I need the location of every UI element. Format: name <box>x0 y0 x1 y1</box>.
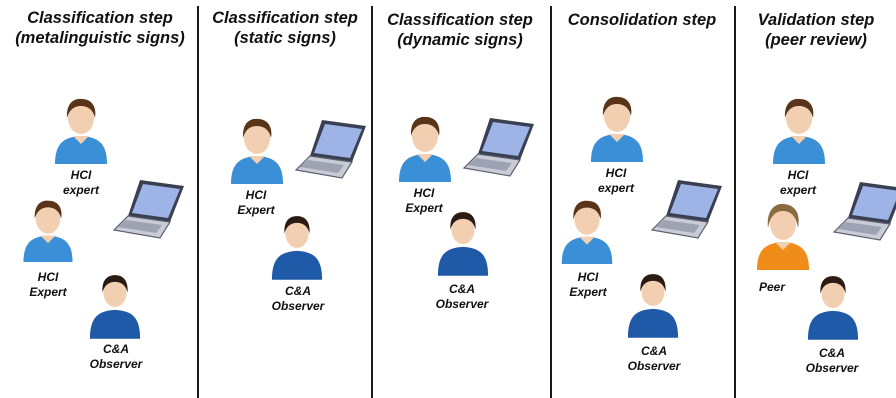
expert-person-icon <box>20 196 76 262</box>
column-divider <box>197 6 199 398</box>
label-line: Observer <box>435 297 489 311</box>
expert-person-icon <box>588 92 646 162</box>
label-line: Expert <box>405 201 443 215</box>
step-title-line: Classification step <box>27 9 173 27</box>
label-hci-expert: HCI expert <box>768 168 828 198</box>
label-line: C&A <box>103 342 129 356</box>
label-hci-expert: HCI Expert <box>226 188 286 218</box>
label-hci-expert: HCI expert <box>51 168 111 198</box>
expert-person-icon <box>396 112 454 182</box>
label-line: Expert <box>237 203 275 217</box>
laptop-icon <box>292 116 370 180</box>
expert-person-icon <box>558 196 616 264</box>
label-line: HCI <box>605 166 627 180</box>
label-observer: C&A Observer <box>82 342 150 372</box>
observer-person-icon <box>270 212 324 280</box>
label-line: C&A <box>449 282 475 296</box>
step-title-line: Consolidation step <box>567 11 717 29</box>
step-title-consolidation: Consolidation step <box>556 10 728 30</box>
laptop-icon <box>830 178 896 242</box>
column-divider <box>550 6 552 398</box>
label-line: Peer <box>758 280 786 294</box>
label-line: Expert <box>569 285 607 299</box>
label-line: C&A <box>641 344 667 358</box>
label-line: Observer <box>89 357 143 371</box>
label-hci-expert: HCI Expert <box>558 270 618 300</box>
laptop-icon <box>648 176 726 240</box>
laptop-icon <box>460 114 538 178</box>
label-line: C&A <box>819 346 845 360</box>
step-title-line: Validation step <box>757 11 875 29</box>
step-title-line: Classification step <box>387 11 533 29</box>
label-observer: C&A Observer <box>262 284 334 314</box>
expert-person-icon <box>53 94 109 164</box>
label-line: HCI <box>787 168 809 182</box>
column-divider <box>371 6 373 398</box>
label-line: expert <box>597 181 635 195</box>
peer-person-icon <box>754 200 812 270</box>
label-line: HCI <box>577 270 599 284</box>
observer-person-icon <box>626 270 680 338</box>
label-peer: Peer <box>752 280 792 295</box>
label-line: HCI <box>70 168 92 182</box>
label-observer: C&A Observer <box>796 346 868 376</box>
label-line: expert <box>62 183 100 197</box>
expert-person-icon <box>770 94 828 164</box>
step-title-line: Classification step <box>212 9 358 27</box>
step-title-dynamic: Classification step (dynamic signs) <box>376 10 544 50</box>
label-observer: C&A Observer <box>618 344 690 374</box>
column-divider <box>734 6 736 398</box>
label-line: Observer <box>271 299 325 313</box>
laptop-icon <box>110 176 188 240</box>
step-title-line: (dynamic signs) <box>397 31 523 49</box>
observer-person-icon <box>88 270 142 340</box>
expert-person-icon <box>228 114 286 184</box>
label-line: Expert <box>29 285 67 299</box>
step-title-line: (peer review) <box>765 31 867 49</box>
step-title-metalinguistic: Classification step (metalinguistic sign… <box>6 8 194 48</box>
step-title-static: Classification step (static signs) <box>201 8 369 48</box>
step-title-validation: Validation step (peer review) <box>738 10 894 50</box>
label-line: Observer <box>627 359 681 373</box>
label-hci-expert: HCI expert <box>586 166 646 196</box>
observer-person-icon <box>806 272 860 340</box>
label-line: HCI <box>245 188 267 202</box>
label-line: C&A <box>285 284 311 298</box>
label-hci-expert: HCI Expert <box>18 270 78 300</box>
label-line: HCI <box>37 270 59 284</box>
label-observer: C&A Observer <box>426 282 498 312</box>
step-title-line: (static signs) <box>234 29 336 47</box>
label-hci-expert: HCI Expert <box>394 186 454 216</box>
label-line: expert <box>779 183 817 197</box>
step-title-line: (metalinguistic signs) <box>15 29 185 47</box>
observer-person-icon <box>436 208 490 276</box>
label-line: Observer <box>805 361 859 375</box>
label-line: HCI <box>413 186 435 200</box>
